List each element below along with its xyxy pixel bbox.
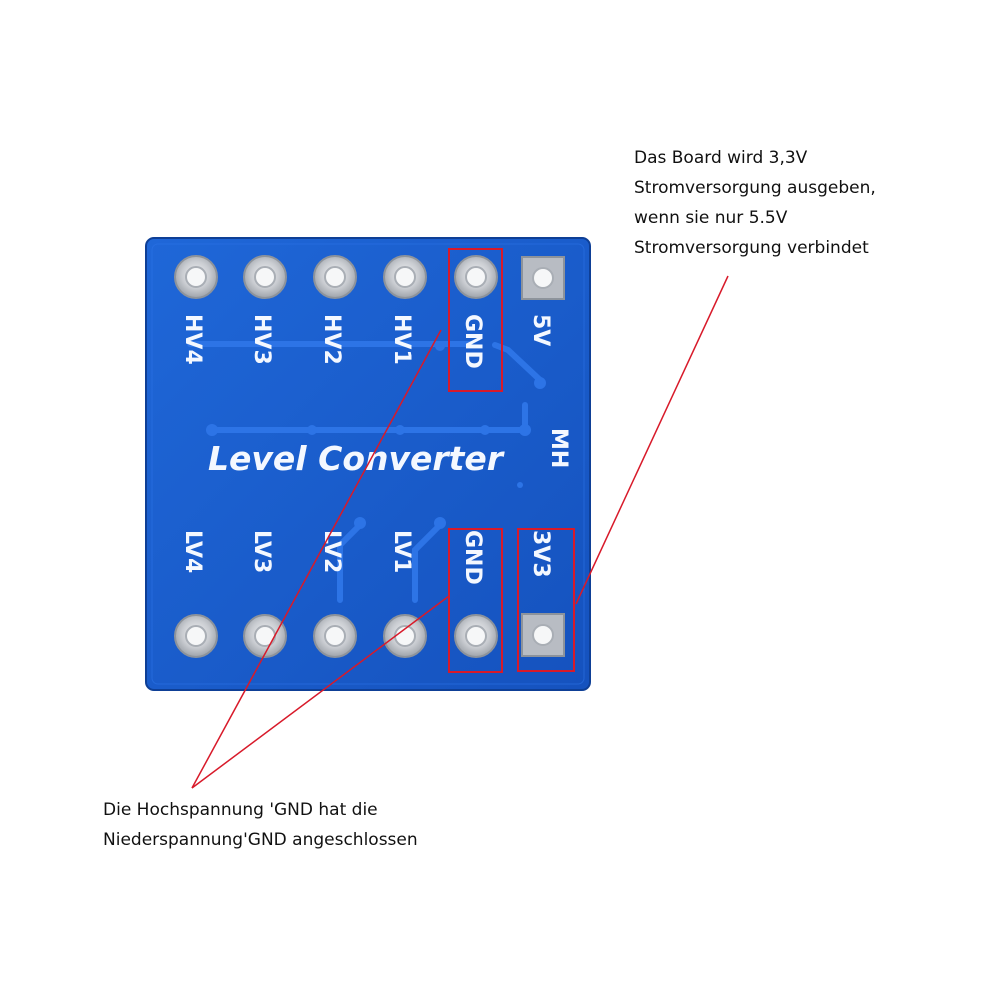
label-5v: 5V bbox=[528, 314, 553, 346]
pad-5v bbox=[521, 256, 565, 300]
label-hv3: HV3 bbox=[249, 314, 274, 365]
power-note-line: Stromversorgung verbindet bbox=[634, 238, 869, 258]
callout-line-gnd-high bbox=[191, 329, 442, 789]
highlight-gnd-low bbox=[448, 528, 503, 673]
callout-line-3v3 bbox=[575, 275, 729, 605]
label-hv2: HV2 bbox=[319, 314, 344, 365]
pad-lv4 bbox=[174, 614, 218, 658]
pad-lv2 bbox=[313, 614, 357, 658]
highlight-boxes bbox=[448, 248, 575, 673]
power-note-line: Das Board wird 3,3V bbox=[634, 148, 808, 168]
pad-hv4 bbox=[174, 255, 218, 299]
board-logo: MH bbox=[546, 428, 571, 468]
label-3v3: 3V3 bbox=[528, 530, 553, 578]
label-lv3: LV3 bbox=[249, 530, 274, 573]
label-gnd-high: GND bbox=[460, 314, 485, 369]
callout-line-gnd-low bbox=[191, 595, 450, 789]
pad-hv2 bbox=[313, 255, 357, 299]
power-note-line: Stromversorgung ausgeben, bbox=[634, 178, 876, 198]
pcb-traces bbox=[187, 341, 543, 603]
label-lv1: LV1 bbox=[389, 530, 414, 573]
label-lv4: LV4 bbox=[180, 530, 205, 573]
pad-gnd-high bbox=[454, 255, 498, 299]
pad-3v3 bbox=[521, 613, 565, 657]
pad-hv1 bbox=[383, 255, 427, 299]
highlight-3v3 bbox=[517, 528, 575, 672]
label-hv1: HV1 bbox=[389, 314, 414, 365]
ground-note-line: Niederspannung'GND angeschlossen bbox=[103, 830, 418, 850]
callout-lines bbox=[191, 275, 729, 789]
label-gnd-low: GND bbox=[460, 530, 485, 585]
ground-note-line: Die Hochspannung 'GND hat die bbox=[103, 800, 378, 820]
label-lv2: LV2 bbox=[319, 530, 344, 573]
pad-hv3 bbox=[243, 255, 287, 299]
highlight-gnd-high bbox=[448, 248, 503, 392]
bottom-pin-pads bbox=[174, 613, 565, 658]
power-note-line: wenn sie nur 5.5V bbox=[634, 208, 788, 228]
pad-lv3 bbox=[243, 614, 287, 658]
pad-lv1 bbox=[383, 614, 427, 658]
pcb-vias bbox=[206, 341, 546, 529]
pad-gnd-low bbox=[454, 614, 498, 658]
ground-note: Die Hochspannung 'GND hat die Niederspan… bbox=[103, 795, 523, 855]
power-supply-note: Das Board wird 3,3V Stromversorgung ausg… bbox=[634, 143, 964, 263]
board-title: Level Converter bbox=[208, 439, 505, 478]
top-pin-pads bbox=[174, 255, 565, 300]
label-hv4: HV4 bbox=[180, 314, 205, 365]
